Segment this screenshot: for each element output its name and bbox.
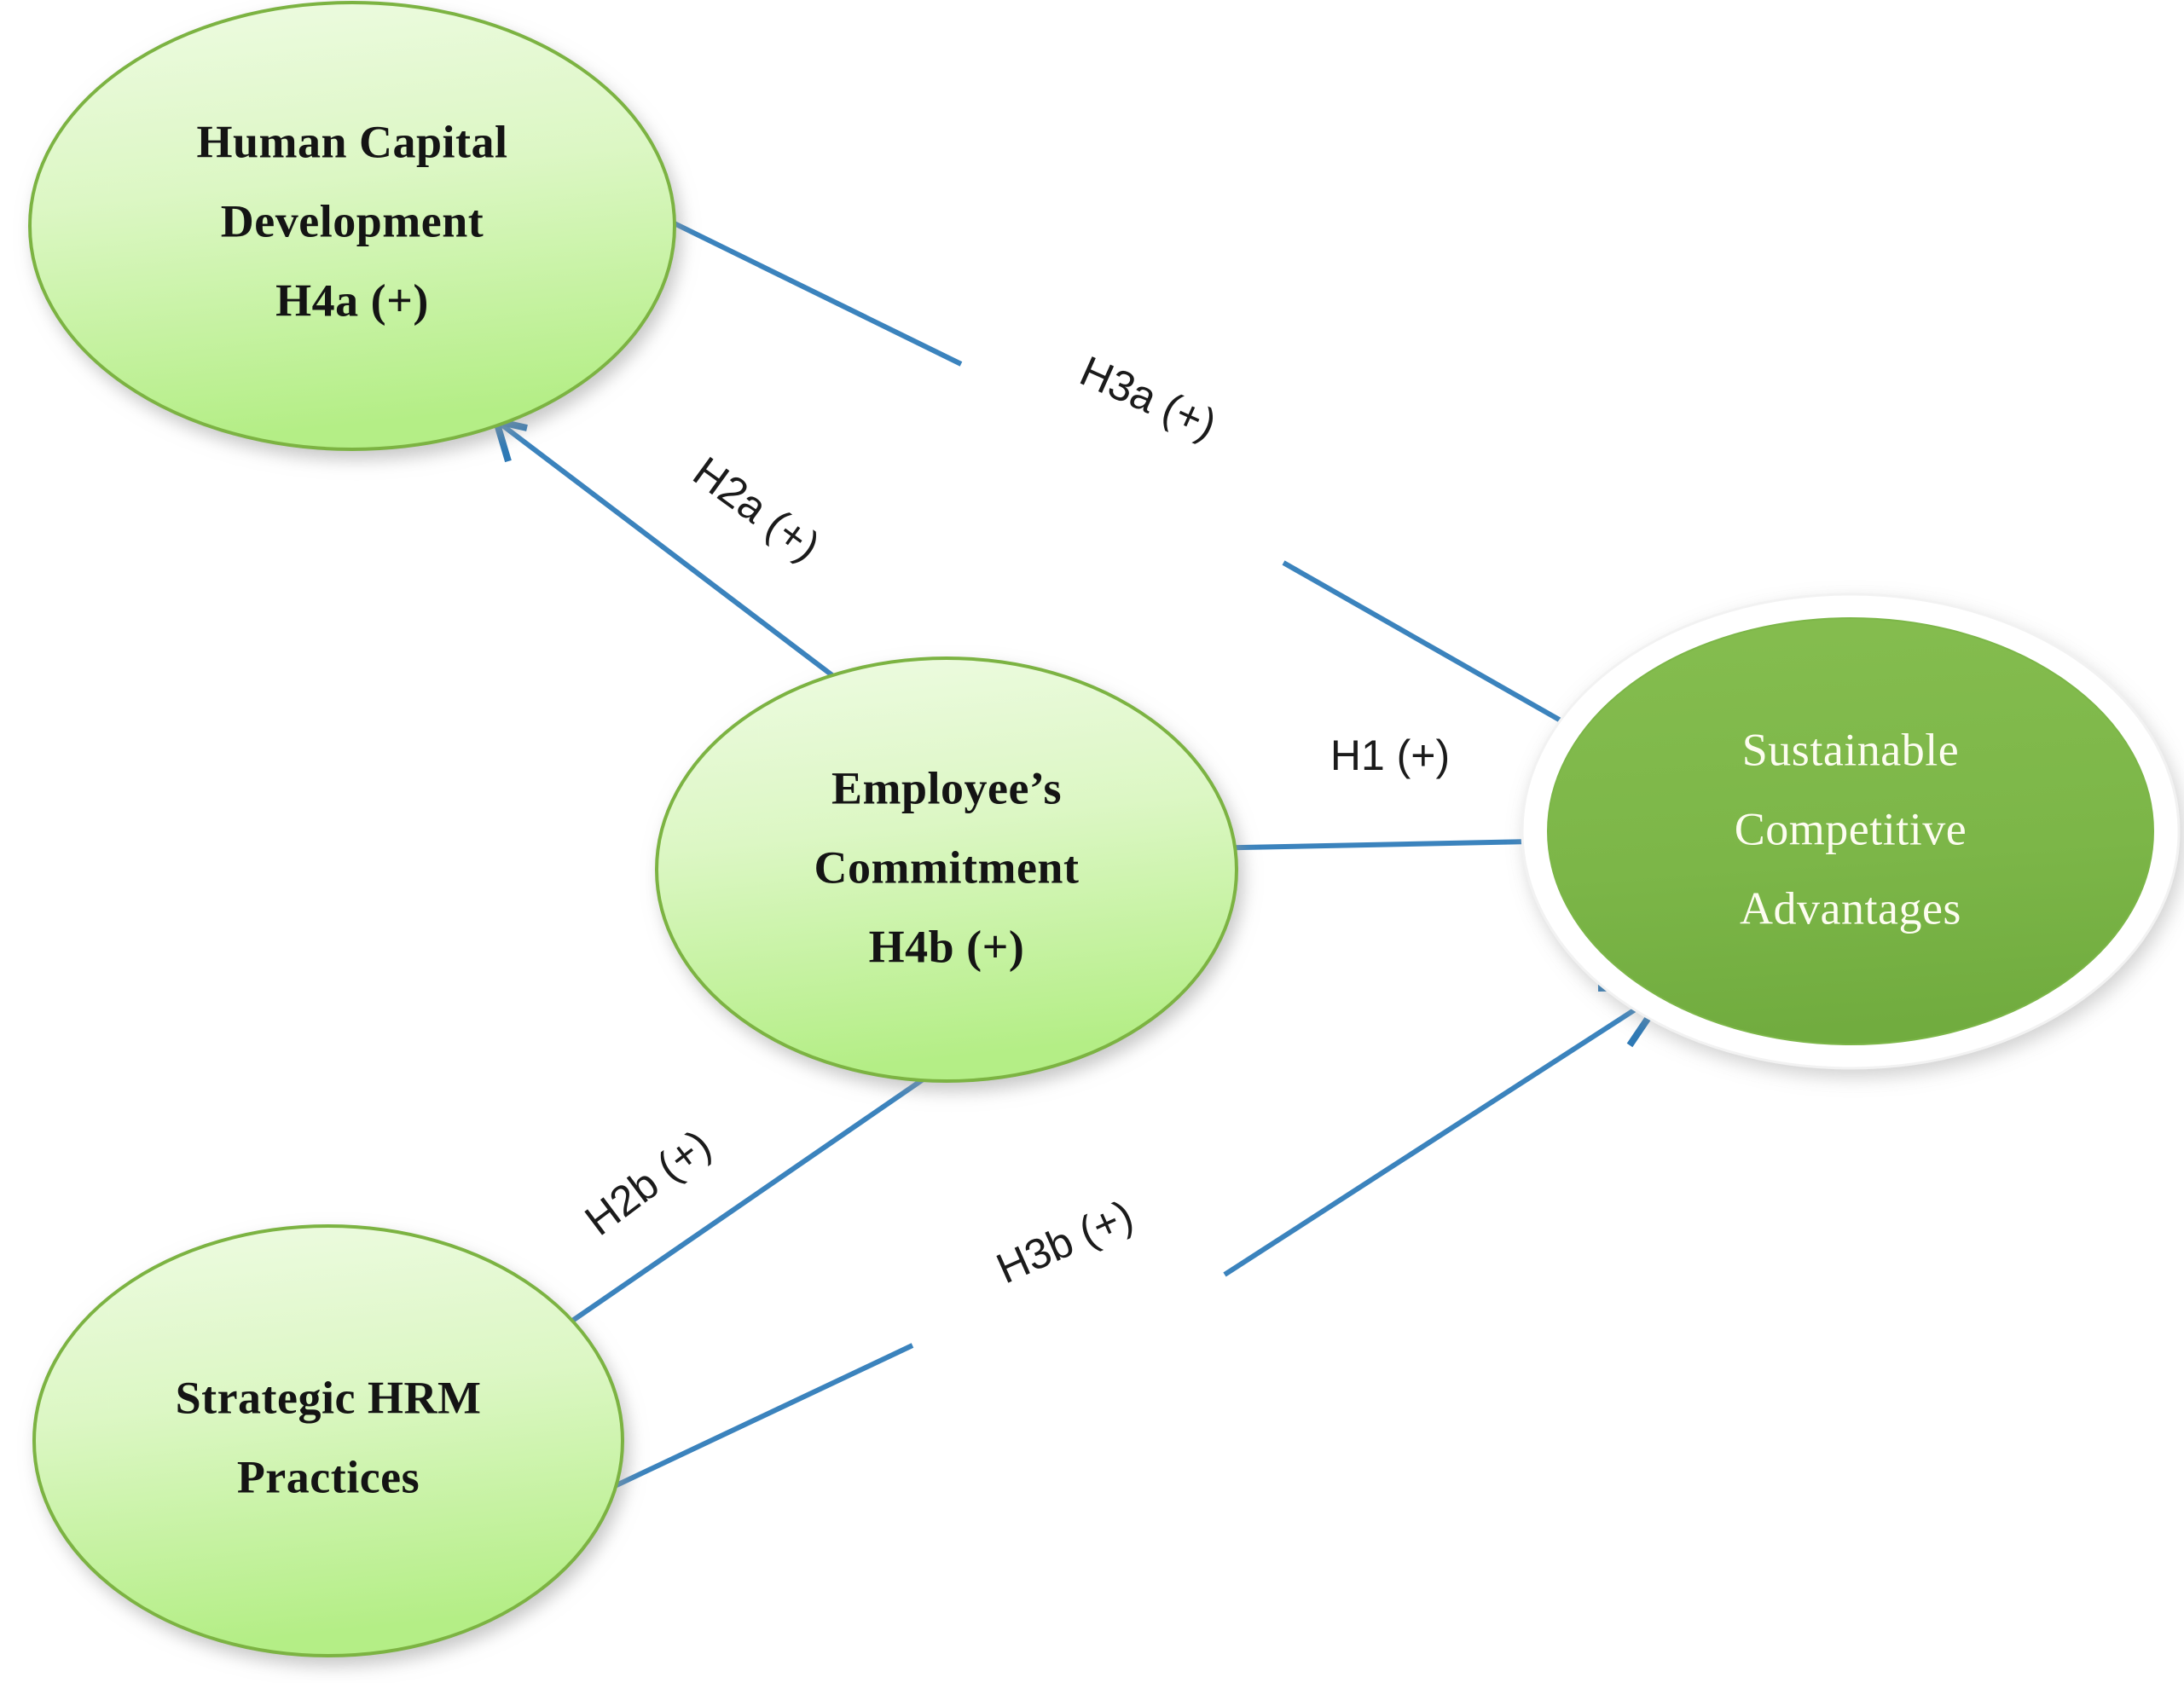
- node-human-capital-development-line-3: H4a (+): [275, 275, 429, 326]
- edge-h3b-segment-1: [568, 1343, 914, 1510]
- edge-label-h2a: H2a (+): [685, 448, 829, 570]
- node-employees-commitment[interactable]: Employee’s Commitment H4b (+): [655, 656, 1238, 1083]
- node-sustainable-competitive-advantages[interactable]: Sustainable Competitive Advantages: [1521, 593, 2181, 1070]
- node-sustainable-competitive-advantages-line-2: Competitive: [1735, 803, 1967, 854]
- edge-h2a-line: [500, 422, 849, 689]
- node-human-capital-development-line-1: Human Capital: [196, 116, 507, 167]
- node-strategic-hrm-practices[interactable]: Strategic HRM Practices: [32, 1224, 624, 1657]
- node-strategic-hrm-practices-line-2: Practices: [237, 1451, 420, 1502]
- node-strategic-hrm-practices-line-1: Strategic HRM: [176, 1372, 482, 1423]
- node-sustainable-competitive-advantages-line-3: Advantages: [1740, 882, 1961, 934]
- node-human-capital-development[interactable]: Human Capital Development H4a (+): [28, 1, 676, 451]
- edge-label-h2b: H2b (+): [576, 1120, 720, 1245]
- edge-h3b-segment-2: [1223, 989, 1665, 1277]
- edge-h2b-line: [551, 1059, 951, 1337]
- node-sustainable-competitive-advantages-shape: [1547, 617, 2154, 1045]
- node-employees-commitment-shape: [655, 656, 1238, 1083]
- nodes-layer: Human Capital Development H4a (+) Employ…: [28, 1, 2181, 1657]
- node-human-capital-development-shape: [28, 1, 676, 451]
- edge-label-h3a: H3a (+): [1073, 347, 1223, 449]
- node-employees-commitment-line-2: Commitment: [814, 842, 1080, 893]
- edge-label-h1: H1 (+): [1330, 732, 1450, 779]
- edge-h3a-segment-1: [640, 205, 963, 367]
- node-employees-commitment-line-3: H4b (+): [869, 921, 1025, 972]
- edge-h3b[interactable]: [568, 983, 1676, 1510]
- node-strategic-hrm-practices-shape: [32, 1224, 624, 1657]
- node-sustainable-competitive-advantages-line-1: Sustainable: [1742, 724, 1959, 775]
- node-employees-commitment-line-1: Employee’s: [831, 762, 1062, 813]
- edge-label-h3b: H3b (+): [989, 1191, 1139, 1293]
- node-human-capital-development-line-2: Development: [221, 195, 484, 246]
